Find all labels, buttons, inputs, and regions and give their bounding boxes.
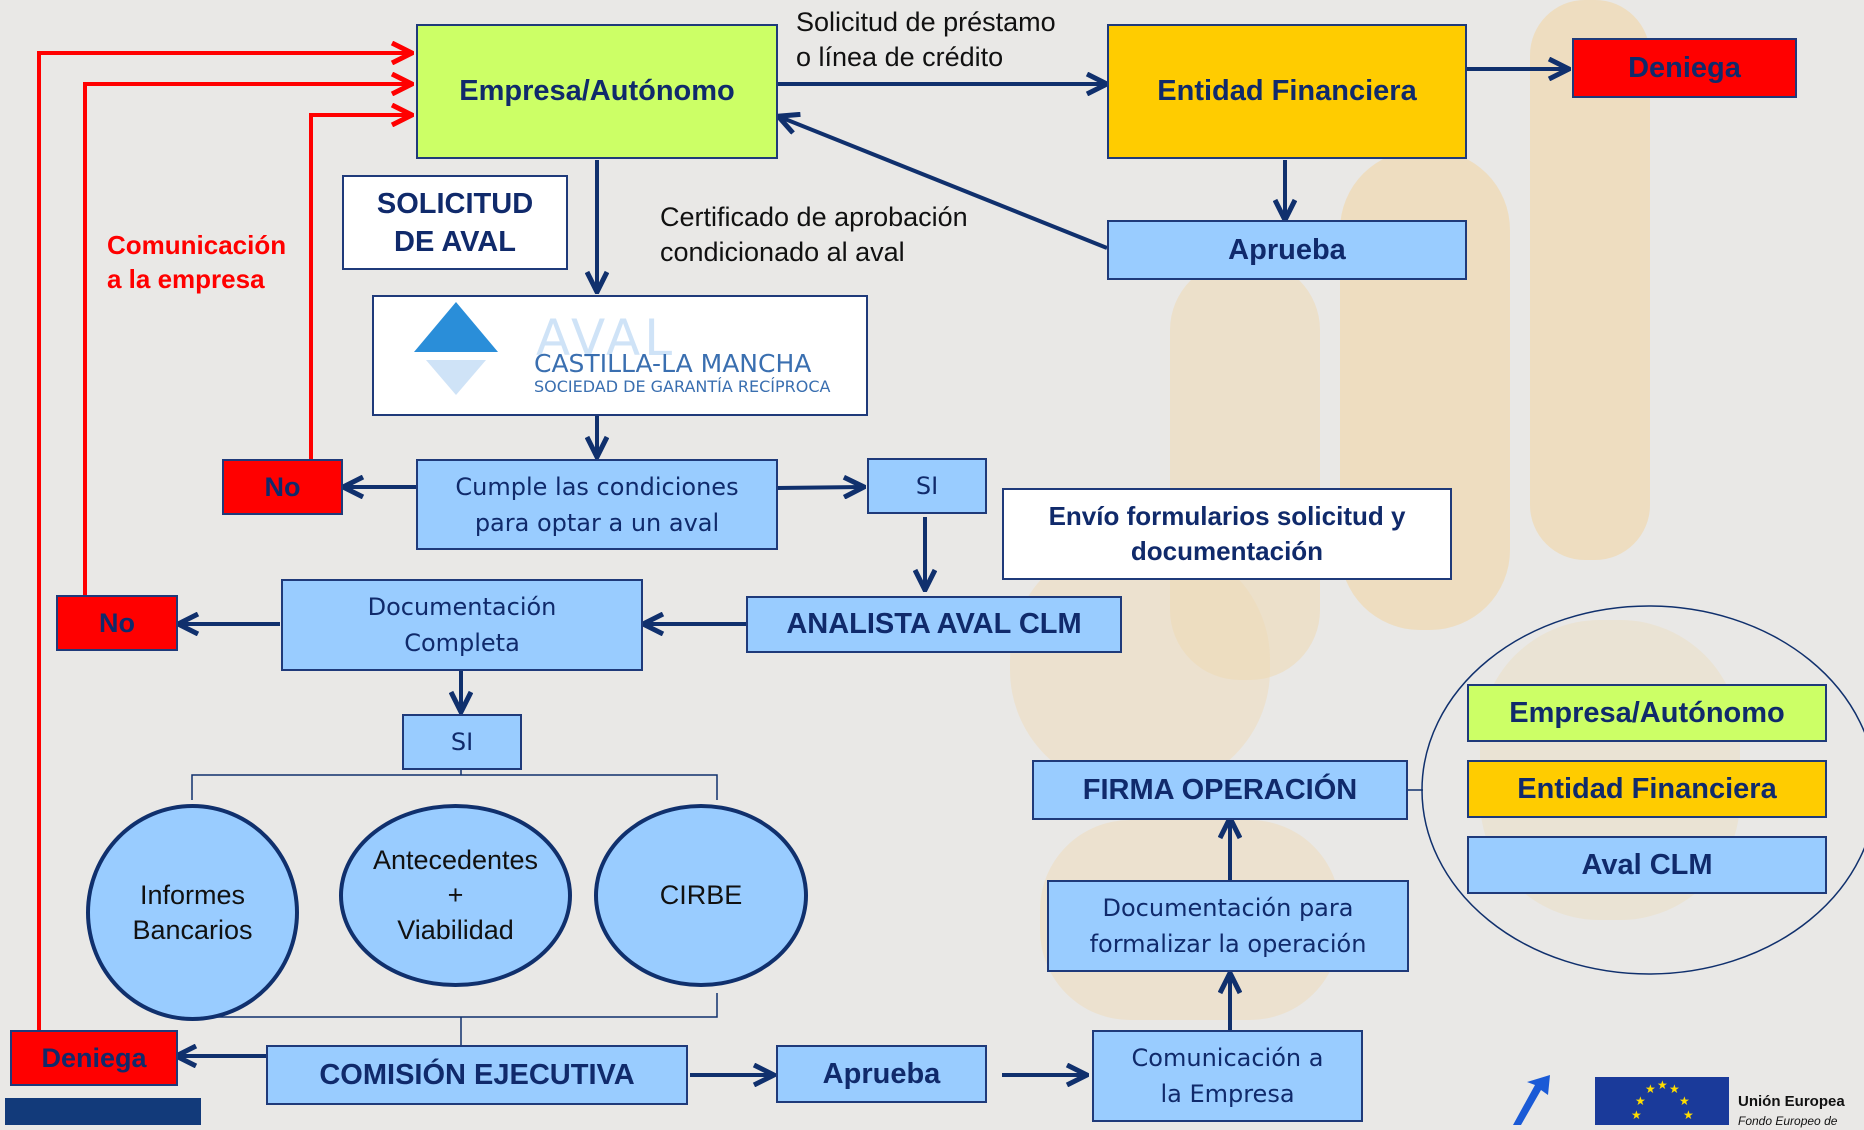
doc-formalizar-label: Documentación para formalizar la operaci…: [1089, 894, 1367, 958]
svg-text:★: ★: [1645, 1082, 1656, 1096]
cirbe-label: CIRBE: [659, 880, 743, 910]
comision-ejecutiva-box: COMISIÓN EJECUTIVA: [266, 1045, 688, 1105]
no-box-2: No: [56, 595, 178, 651]
svg-text:★: ★: [1669, 1082, 1680, 1096]
legend-entidad: Entidad Financiera: [1467, 760, 1827, 818]
aval-clm-logo: AVAL CASTILLA-LA MANCHA SOCIEDAD DE GARA…: [372, 295, 868, 416]
documentacion-completa-box: Documentación Completa: [281, 579, 643, 671]
aval-logo-mark-icon: [414, 302, 498, 395]
legend-aval-label: Aval CLM: [1581, 848, 1713, 881]
aprueba-bottom-box: Aprueba: [776, 1045, 987, 1103]
cumple-label: Cumple las condiciones para optar a un a…: [455, 472, 739, 537]
si-box-2: SI: [402, 714, 522, 770]
legend-entidad-label: Entidad Financiera: [1517, 772, 1777, 805]
deniega-bottom-box: Deniega: [10, 1030, 178, 1086]
deniega-bottom-label: Deniega: [41, 1042, 147, 1073]
svg-text:★: ★: [1683, 1108, 1694, 1122]
solicitud-prestamo-label: Solicitud de préstamo o línea de crédito: [796, 7, 1056, 72]
eu-subtitle: Fondo Europeo de: [1738, 1114, 1838, 1128]
aval-logo-wordmark: AVAL: [536, 309, 677, 367]
comunicacion-empresa-box: Comunicación a la Empresa: [1092, 1030, 1363, 1122]
informes-label: Informes Bancarios: [132, 879, 253, 945]
analista-label: ANALISTA AVAL CLM: [786, 608, 1082, 640]
aval-logo-line1: CASTILLA-LA MANCHA: [534, 349, 812, 378]
documentacion-label: Documentación Completa: [367, 593, 557, 657]
empresa-label: Empresa/Autónomo: [459, 75, 735, 107]
entidad-financiera-box: Entidad Financiera: [1107, 24, 1467, 159]
antecedentes-oval: Antecedentes + Viabilidad: [339, 804, 572, 987]
no-box-1: No: [222, 459, 343, 515]
envio-label: Envío formularios solicitud y documentac…: [1048, 501, 1406, 566]
legend-aval: Aval CLM: [1467, 836, 1827, 894]
deniega-top-box: Deniega: [1572, 38, 1797, 98]
aval-logo-line2: SOCIEDAD DE GARANTÍA RECÍPROCA: [534, 377, 831, 396]
comision-label: COMISIÓN EJECUTIVA: [319, 1058, 635, 1091]
aprueba-bottom-label: Aprueba: [822, 1057, 941, 1090]
si-box-1: SI: [867, 458, 987, 514]
aprueba-top-label: Aprueba: [1228, 233, 1346, 266]
aprueba-top-box: Aprueba: [1107, 220, 1467, 280]
svg-text:★: ★: [1631, 1108, 1642, 1122]
firma-operacion-box: FIRMA OPERACIÓN: [1032, 760, 1408, 820]
si-2-label: SI: [450, 728, 474, 756]
svg-text:★: ★: [1657, 1078, 1668, 1092]
comunicacion-empresa-label: Comunicación a la empresa: [107, 230, 287, 294]
eu-flag-icon: ★★★★★★★: [1595, 1077, 1729, 1125]
legend-empresa-label: Empresa/Autónomo: [1509, 696, 1785, 729]
solicitud-aval-label: SOLICITUD DE AVAL: [376, 187, 534, 258]
firma-label: FIRMA OPERACIÓN: [1082, 773, 1358, 806]
eu-stars-icon: ★★★★★★★: [1631, 1078, 1694, 1122]
envio-formularios-box: Envío formularios solicitud y documentac…: [1002, 488, 1452, 580]
certificado-label: Certificado de aprobación condicionado a…: [660, 202, 968, 267]
si-1-label: SI: [915, 472, 939, 500]
jccm-crest-logo: [5, 1098, 201, 1125]
entidad-label: Entidad Financiera: [1157, 75, 1417, 107]
analista-box: ANALISTA AVAL CLM: [746, 596, 1122, 653]
doc-formalizar-box: Documentación para formalizar la operaci…: [1047, 880, 1409, 972]
solicitud-aval-box: SOLICITUD DE AVAL: [342, 175, 568, 270]
svg-text:★: ★: [1679, 1094, 1690, 1108]
comunicacion-box-label: Comunicación a la Empresa: [1131, 1044, 1324, 1108]
no-2-label: No: [99, 607, 135, 638]
informes-bancarios-oval: Informes Bancarios: [86, 804, 299, 1021]
svg-text:★: ★: [1635, 1094, 1646, 1108]
empresa-box: Empresa/Autónomo: [416, 24, 778, 159]
cirbe-oval: CIRBE: [594, 804, 808, 987]
eu-title: Unión Europea: [1738, 1093, 1845, 1110]
cumple-condiciones-box: Cumple las condiciones para optar a un a…: [416, 459, 778, 550]
no-1-label: No: [264, 471, 301, 502]
deniega-top-label: Deniega: [1628, 51, 1741, 84]
antecedentes-label: Antecedentes + Viabilidad: [372, 845, 539, 945]
legend-empresa: Empresa/Autónomo: [1467, 684, 1827, 742]
